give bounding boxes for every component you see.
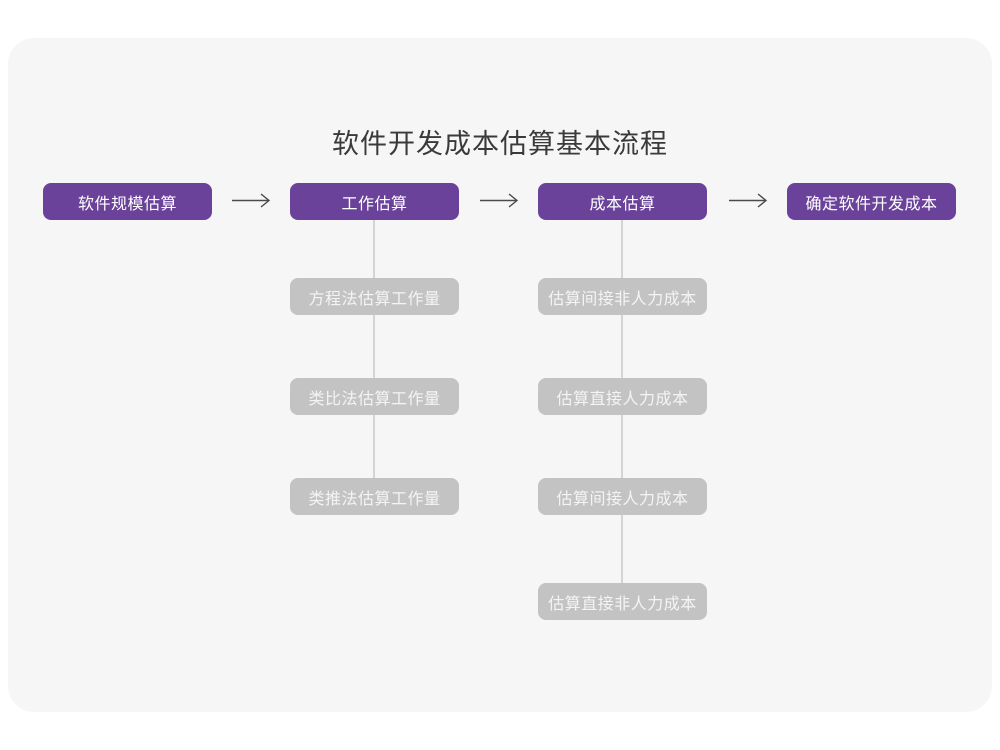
sub-node-indirect-nonlabor-cost: 估算间接非人力成本 xyxy=(538,278,707,315)
diagram-title: 软件开发成本估算基本流程 xyxy=(332,129,668,159)
sub-node-extrapolation-method: 类推法估算工作量 xyxy=(290,478,459,515)
flow-node-determine-dev-cost: 确定软件开发成本 xyxy=(787,183,956,220)
flow-node-software-scale-estimation: 软件规模估算 xyxy=(43,183,212,220)
flow-node-cost-estimation: 成本估算 xyxy=(538,183,707,220)
sub-node-equation-method: 方程法估算工作量 xyxy=(290,278,459,315)
arrow-right-icon xyxy=(480,193,519,208)
diagram-card: 软件开发成本估算基本流程 软件规模估算 工作估算 成本估算 确定软件开发成本 xyxy=(8,38,992,712)
connector-line-work-column xyxy=(373,220,375,478)
flow-node-work-estimation: 工作估算 xyxy=(290,183,459,220)
sub-node-direct-nonlabor-cost: 估算直接非人力成本 xyxy=(538,583,707,620)
sub-node-analogy-method: 类比法估算工作量 xyxy=(290,378,459,415)
arrow-right-icon xyxy=(232,193,271,208)
sub-node-direct-labor-cost: 估算直接人力成本 xyxy=(538,378,707,415)
sub-node-indirect-labor-cost: 估算间接人力成本 xyxy=(538,478,707,515)
arrow-right-icon xyxy=(729,193,768,208)
